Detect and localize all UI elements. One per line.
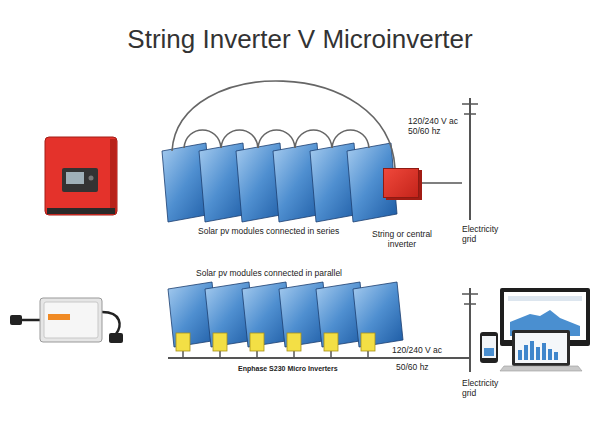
- series-return-wire: [172, 81, 395, 168]
- text-label: Enphase S230 Micro Inverters: [238, 365, 338, 373]
- pole-shaft: [469, 288, 471, 372]
- micro-inverter: [176, 333, 190, 351]
- text-label: Solar pv modules connected in series: [198, 226, 339, 236]
- phone-chart: [484, 348, 494, 356]
- micro-inverter: [361, 333, 375, 351]
- cable: [102, 312, 119, 334]
- text-label: Solar pv modules connected in parallel: [196, 268, 342, 278]
- laptop-base: [500, 366, 582, 371]
- drop-wire: [219, 351, 221, 358]
- pole-drawing: [462, 288, 478, 372]
- monitoring-devices: [480, 288, 590, 371]
- node-label: String or central inverter: [362, 229, 442, 249]
- drop-wire: [330, 351, 332, 358]
- phone-body: [480, 332, 498, 363]
- laptop-bar: [554, 352, 558, 360]
- cable: [20, 319, 40, 322]
- drop-wire: [367, 351, 369, 358]
- string-inverter-icon: [45, 137, 117, 215]
- bus-line: [168, 357, 470, 359]
- pole-crossbar: [462, 293, 478, 295]
- text-label: 120/240 V ac: [392, 345, 442, 355]
- inverter-base: [47, 208, 115, 214]
- text-label: 120/240 V ac 50/60 hz: [408, 116, 464, 136]
- laptop-screen: [515, 333, 567, 363]
- inverter-screen: [66, 172, 84, 184]
- micro-inverter: [287, 333, 301, 351]
- micro-inverter: [324, 333, 338, 351]
- connector-line: [419, 182, 462, 184]
- laptop-lid: [512, 330, 570, 366]
- utility-pole: Electricity grid: [462, 98, 478, 220]
- inverter-panel: [62, 168, 98, 192]
- pole-drawing: [462, 98, 478, 220]
- logo-mark: [48, 314, 70, 320]
- series-loop: [221, 130, 258, 148]
- node-label: Electricity grid: [462, 224, 508, 244]
- utility-pole: Electricity grid: [462, 288, 478, 372]
- pole-crossbar: [464, 113, 476, 115]
- pole-shaft: [469, 98, 471, 220]
- solar-panel: [353, 282, 403, 347]
- laptop-bar: [548, 349, 552, 360]
- drop-wire: [182, 351, 184, 358]
- laptop-bar: [530, 341, 534, 360]
- node-label: Electricity grid: [462, 378, 508, 398]
- series-loop: [184, 130, 221, 148]
- inverter-housing: [45, 137, 117, 215]
- connector: [419, 183, 462, 184]
- series-loop: [295, 130, 332, 148]
- inverter-box: String or central inverter: [383, 168, 419, 198]
- inverter-side: [110, 139, 116, 213]
- plug: [109, 333, 123, 343]
- microinverter-icon: [10, 298, 123, 343]
- inverter-button: [89, 176, 94, 181]
- title: String Inverter V Microinverter: [0, 24, 600, 55]
- screen-header: [508, 296, 582, 301]
- micro-inverter: [213, 333, 227, 351]
- series-loop: [332, 130, 369, 148]
- series-loop: [258, 130, 295, 148]
- microinverter-housing: [40, 298, 102, 342]
- laptop-bar: [542, 343, 546, 360]
- pole-crossbar: [462, 103, 478, 105]
- pole-crossbar: [464, 303, 476, 305]
- laptop-bar: [524, 345, 528, 360]
- micro-inverter: [250, 333, 264, 351]
- laptop-bar: [536, 347, 540, 360]
- microinverter-face: [44, 302, 98, 338]
- micro-inverters: [176, 333, 375, 351]
- drop-wire: [256, 351, 258, 358]
- text-label: 50/60 hz: [396, 362, 429, 372]
- laptop-bar: [518, 350, 522, 360]
- series-wiring: [172, 81, 395, 168]
- drop-wire: [293, 351, 295, 358]
- connector: [10, 315, 22, 325]
- series-panels: [162, 143, 397, 222]
- phone-screen: [482, 336, 496, 358]
